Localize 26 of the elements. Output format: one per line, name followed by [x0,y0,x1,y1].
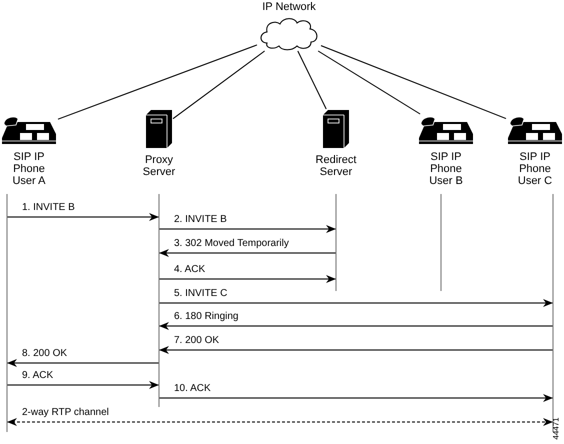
node-label: Proxy Server [142,154,176,178]
message-arrow [6,381,160,389]
message-arrow [6,418,554,426]
message-arrow [158,275,336,283]
message-arrow [158,299,554,307]
node-label: SIP IP Phone User A [11,151,46,187]
node-label: IP Network [261,1,317,13]
figure-number: 44471 [552,417,561,440]
message-arrow [6,359,160,367]
message-arrow [158,249,336,257]
node-label: SIP IP Phone User B [428,151,464,187]
message-arrow [158,225,336,233]
message-arrow [158,346,554,354]
message-arrow [158,394,554,402]
connection-line [172,50,266,120]
connection-line [297,50,327,110]
message-label: 6. 180 Ringing [173,311,240,323]
node-label: SIP IP Phone User C [516,151,554,187]
message-arrow [158,322,554,330]
message-label: 3. 302 Moved Temporarily [173,238,290,250]
node-label: Redirect Server [314,154,358,178]
message-arrow [6,213,160,221]
message-label: 2-way RTP channel [21,407,110,419]
connection-line [318,50,421,114]
connection-line [320,45,506,120]
connection-line [58,44,258,120]
